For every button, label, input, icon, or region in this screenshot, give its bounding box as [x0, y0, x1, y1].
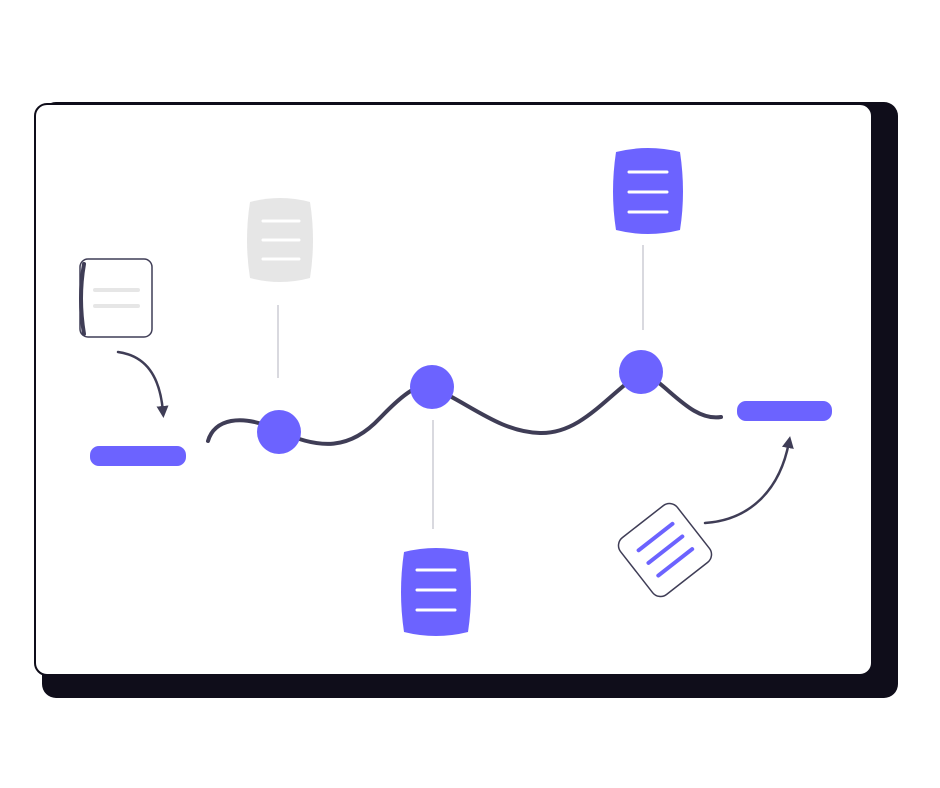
- milestone-node-2: [410, 365, 454, 409]
- end-marker-bar: [737, 401, 832, 421]
- document-icon-3: [613, 148, 683, 234]
- document-icon-muted: [247, 198, 313, 282]
- start-arrow-icon: [116, 350, 169, 418]
- start-marker-bar: [90, 446, 186, 466]
- milestone-node-3: [619, 350, 663, 394]
- document-icon-2: [401, 548, 471, 636]
- milestone-node-1: [257, 410, 301, 454]
- end-arrow-icon: [703, 436, 794, 525]
- tilted-note-icon: [617, 502, 713, 598]
- start-note-icon: [79, 258, 153, 338]
